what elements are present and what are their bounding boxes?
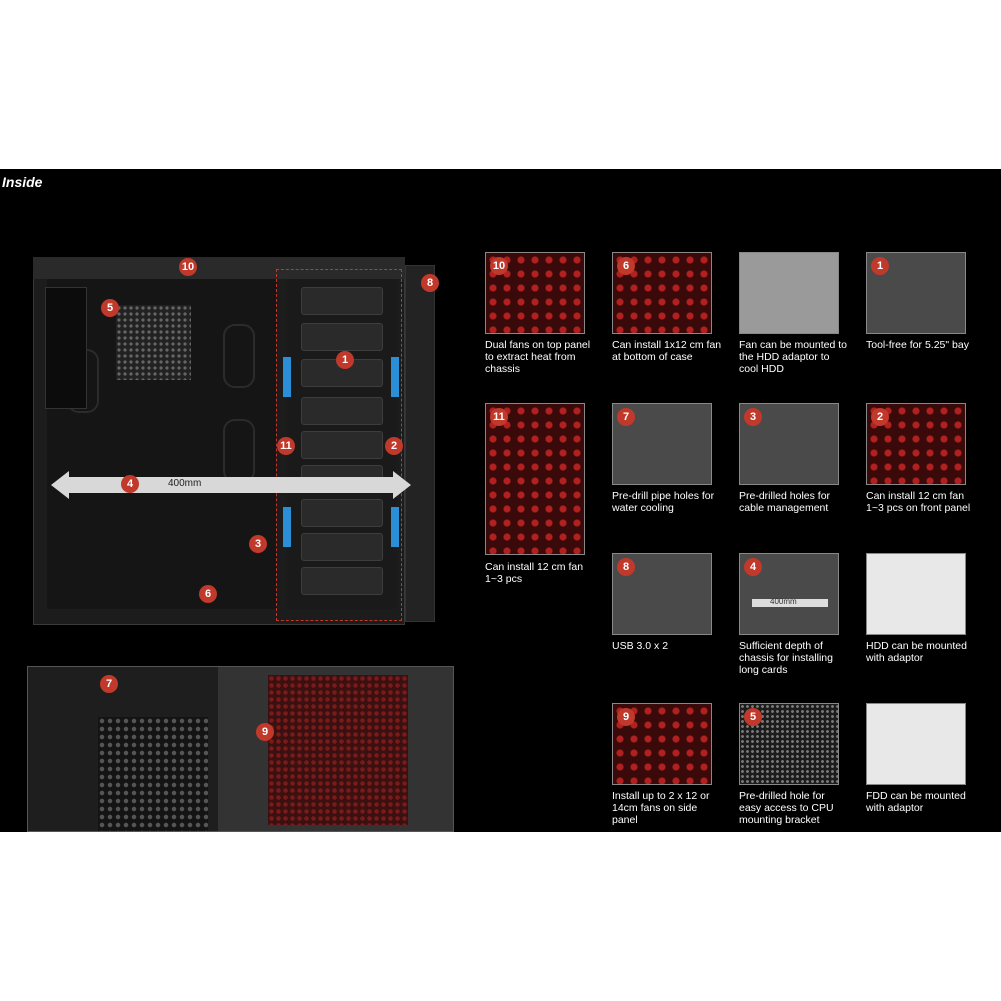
badge: 4	[744, 558, 762, 576]
thumb-caption: Pre-drill pipe holes for water cooling	[612, 490, 715, 514]
thumb-image	[485, 403, 585, 555]
badge: 3	[249, 535, 267, 553]
arrow-left-icon	[51, 471, 69, 499]
blue-arrow-icon	[283, 507, 291, 547]
cable-hole	[223, 324, 255, 388]
thumb-caption: Can install 12 cm fan 1~3 pcs	[485, 561, 584, 585]
thumb-caption: Can install 12 cm fan 1~3 pcs on front p…	[866, 490, 971, 514]
badge: 6	[617, 257, 635, 275]
inner-length-label: 400mm	[770, 597, 797, 606]
badge: 1	[871, 257, 889, 275]
thumb-caption: Dual fans on top panel to extract heat f…	[485, 339, 591, 375]
drive-bay	[301, 431, 383, 459]
badge: 9	[256, 723, 274, 741]
front-panel	[405, 265, 435, 622]
thumb-image	[866, 703, 966, 785]
thumb-caption: Pre-drilled hole for easy access to CPU …	[739, 790, 834, 826]
badge: 8	[421, 274, 439, 292]
thumb-caption: Pre-drilled holes for cable management	[739, 490, 831, 514]
case-interior-image: 400mm 10 8 5 1 11 2 4 3 6	[33, 257, 439, 625]
badge: 10	[179, 258, 197, 276]
badge: 7	[100, 675, 118, 693]
section-title: Inside	[2, 174, 43, 190]
drive-bay	[301, 397, 383, 425]
thumb-caption: Tool-free for 5.25" bay	[866, 339, 969, 351]
badge: 2	[385, 437, 403, 455]
arrow-right-icon	[393, 471, 411, 499]
badge: 11	[277, 437, 295, 455]
drive-cage	[287, 279, 397, 609]
cable-hole	[223, 419, 255, 483]
thumb-caption: USB 3.0 x 2	[612, 640, 669, 652]
badge: 5	[101, 299, 119, 317]
thumb-image	[739, 703, 839, 785]
badge: 6	[199, 585, 217, 603]
rear-fan	[45, 287, 87, 409]
badge: 11	[490, 408, 508, 426]
blue-arrow-icon	[391, 507, 399, 547]
thumb-caption: HDD can be mounted with adaptor	[866, 640, 967, 664]
cpu-cutout	[116, 305, 191, 380]
side-panel-detail-image: 7 9	[27, 666, 454, 832]
length-arrow	[752, 599, 828, 607]
badge: 1	[336, 351, 354, 369]
drive-bay	[301, 323, 383, 351]
blue-arrow-icon	[283, 357, 291, 397]
rear-mesh	[98, 717, 208, 831]
badge: 8	[617, 558, 635, 576]
badge: 5	[744, 708, 762, 726]
drive-bay	[301, 567, 383, 595]
badge: 9	[617, 708, 635, 726]
badge: 3	[744, 408, 762, 426]
thumb-image	[612, 703, 712, 785]
thumb-caption: Can install 1x12 cm fan at bottom of cas…	[612, 339, 722, 363]
badge: 4	[121, 475, 139, 493]
badge: 2	[871, 408, 889, 426]
drive-bay	[301, 287, 383, 315]
thumb-caption: Sufficient depth of chassis for installi…	[739, 640, 833, 676]
drive-bay	[301, 533, 383, 561]
side-fan-mesh	[268, 675, 408, 825]
drive-bay	[301, 499, 383, 527]
inside-panel: Inside 400mm 10	[0, 169, 1001, 832]
drive-bay	[301, 359, 383, 387]
thumb-caption: FDD can be mounted with adaptor	[866, 790, 966, 814]
thumb-caption: Install up to 2 x 12 or 14cm fans on sid…	[612, 790, 710, 826]
thumb-caption: Fan can be mounted to the HDD adaptor to…	[739, 339, 847, 375]
length-arrow	[61, 477, 401, 493]
thumb-image	[739, 252, 839, 334]
length-label: 400mm	[168, 478, 202, 489]
case-top-panel	[33, 257, 405, 279]
thumb-image	[866, 553, 966, 635]
badge: 10	[490, 257, 508, 275]
badge: 7	[617, 408, 635, 426]
blue-arrow-icon	[391, 357, 399, 397]
